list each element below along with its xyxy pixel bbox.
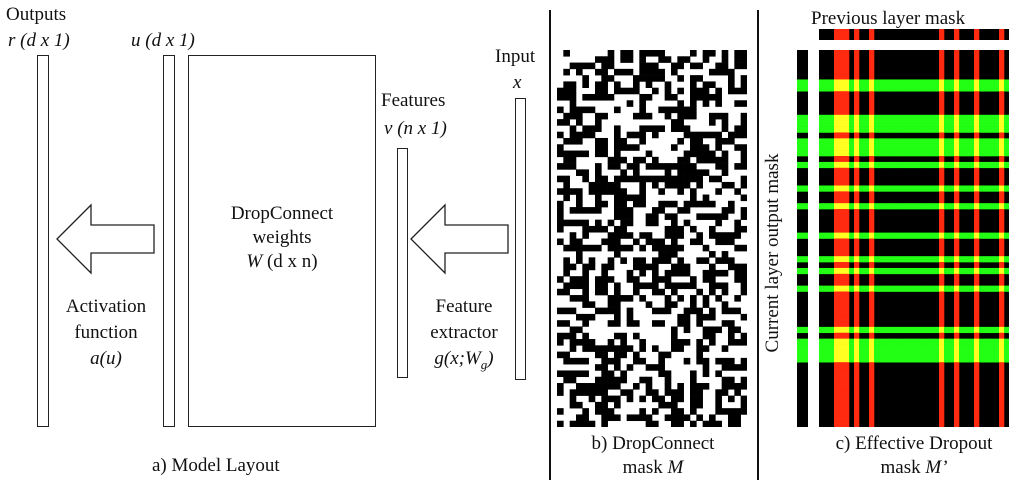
weights-label-line1: DropConnect: [230, 203, 334, 224]
model-layout-caption: a) Model Layout: [152, 455, 280, 476]
weights-symbol: W: [246, 251, 263, 272]
feature-extractor-label: Feature extractor g(x;Wg): [412, 294, 516, 378]
extractor-formula: g(x;Wg): [434, 348, 494, 372]
weights-formula: W (d x n): [189, 250, 375, 274]
dropconnect-weights-box: DropConnect weights W (d x n): [188, 55, 376, 427]
features-label: v (n x 1): [384, 118, 447, 140]
outputs-dims: (d x 1): [20, 30, 70, 51]
outputs-symbol: r: [8, 30, 16, 51]
extractor-line1: Feature: [435, 296, 493, 317]
activation-arrow-icon: [56, 203, 155, 275]
weights-dims: (d x n): [266, 251, 318, 272]
u-label: u (d x 1): [131, 30, 195, 52]
features-symbol: v: [384, 118, 393, 139]
features-dims: (n x 1): [397, 118, 447, 139]
feature-extractor-arrow-icon: [410, 203, 509, 275]
dropconnect-caption-line1: b) DropConnect: [591, 433, 715, 454]
u-vector: [163, 55, 175, 427]
activation-line1: Activation: [65, 296, 147, 317]
input-vector-x: [515, 98, 526, 380]
outputs-title: Outputs: [6, 4, 67, 25]
input-title: Input: [495, 46, 536, 67]
divider-left: [549, 10, 551, 480]
activation-formula: a(u): [90, 348, 122, 369]
extractor-line2: extractor: [430, 322, 498, 343]
current-layer-mask-strip: [797, 50, 808, 427]
activation-line2: function: [74, 322, 138, 343]
previous-layer-mask-label: Previous layer mask: [811, 8, 966, 29]
outputs-label: r (d x 1): [8, 30, 70, 52]
dropconnect-caption-line2: mask M: [622, 457, 684, 478]
u-symbol: u: [131, 30, 141, 51]
features-vector-v: [397, 148, 408, 378]
effective-caption-line1: c) Effective Dropout: [835, 433, 993, 454]
effective-dropout-mask-grid: [819, 50, 1009, 427]
features-title: Features: [381, 90, 446, 111]
effective-caption-line2: mask M’: [880, 457, 948, 478]
outputs-vector-r: [37, 55, 49, 427]
u-dims: (d x 1): [145, 30, 195, 51]
dropconnect-mask-caption: b) DropConnect mask M: [560, 432, 746, 480]
divider-right: [757, 10, 759, 480]
dropconnect-mask-grid: [557, 50, 747, 427]
previous-layer-mask-strip: [819, 29, 1009, 40]
current-layer-output-mask-label: Current layer output mask: [762, 153, 783, 353]
input-symbol: x: [513, 72, 522, 93]
activation-label: Activation function a(u): [50, 294, 162, 372]
weights-label-line2: weights: [252, 227, 312, 248]
effective-dropout-caption: c) Effective Dropout mask M’: [808, 432, 1020, 480]
